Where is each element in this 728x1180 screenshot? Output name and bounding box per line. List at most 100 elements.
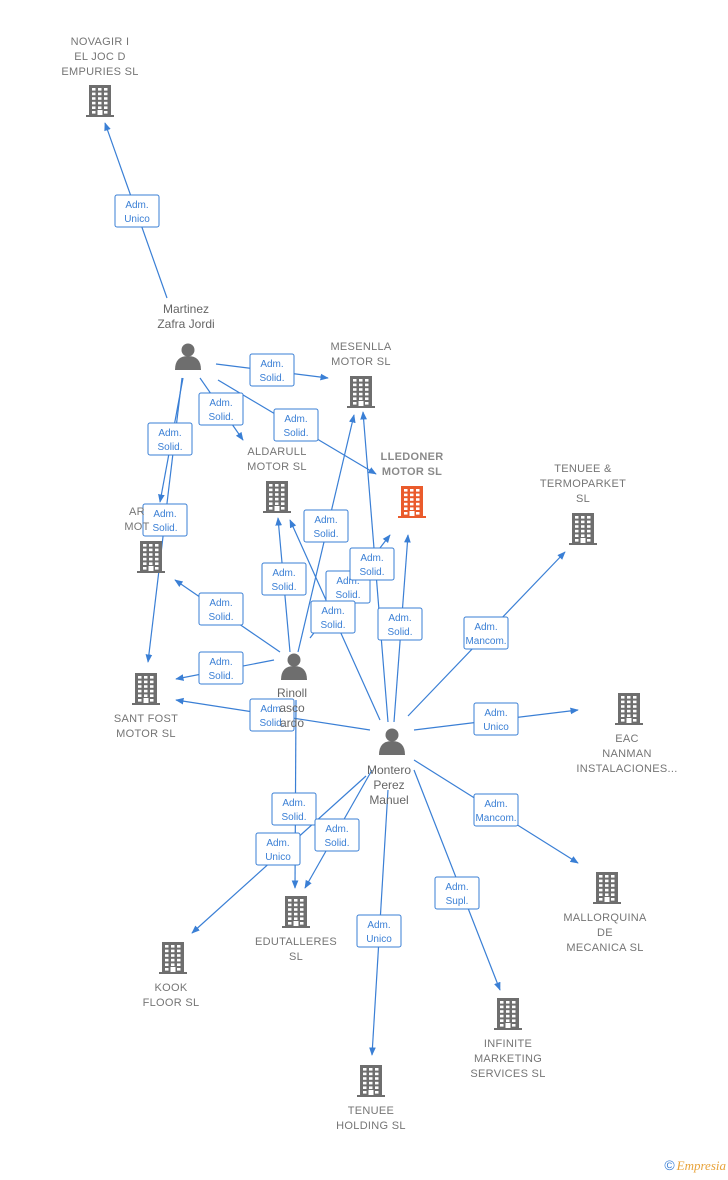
edge-label-text: Solid. (157, 442, 182, 453)
person-label-line: asco (279, 701, 305, 715)
company-label-line: KOOK (155, 982, 188, 994)
edge-label-box (463, 616, 509, 650)
edge-label-montero-lledoner[interactable]: Adm. Solid. (377, 607, 423, 641)
edge-label-text: Solid. (208, 612, 233, 623)
edge-label-text: Solid. (335, 590, 360, 601)
company-label-line: TERMOPARKET (540, 478, 626, 490)
edge-label-martinez-aldarull[interactable]: Adm.Solid. (198, 392, 244, 426)
edge-labels-layer: Adm.UnicoAdm.Solid.Adm.Solid.Adm.Solid.A… (114, 194, 519, 948)
edge-label-rinoll-mesenlla[interactable]: Adm.Solid. (303, 509, 349, 543)
edge-label-text: Adm. (314, 515, 337, 526)
edge-label-martinez-lledoner[interactable]: Adm. Solid. (273, 408, 319, 442)
person-label-line: Perez (373, 778, 404, 792)
building-icon (398, 486, 426, 518)
edge-label-montero-mesenlla[interactable]: Adm.Solid. (349, 547, 395, 581)
edge-label-montero-santfost[interactable]: Adm.Solid. (249, 698, 295, 732)
edge-label-text: Unico (366, 934, 392, 945)
edge-label-box (473, 793, 519, 827)
edge-label-text: Adm. (282, 798, 305, 809)
company-label-line: MOT (124, 521, 149, 533)
edge-label-text: Adm. (388, 613, 411, 624)
building-icon (159, 942, 187, 974)
company-label-line: MOTOR SL (331, 356, 391, 368)
edge-label-rinoll-ar-motor[interactable]: Adm.Solid. (198, 592, 244, 626)
edge-label-box (198, 651, 244, 685)
edge-label-box (249, 353, 295, 387)
edge-label-montero-aldarull[interactable]: Adm.Solid. (310, 600, 356, 634)
edge-label-rinoll-santfost[interactable]: Adm.Solid. (198, 651, 244, 685)
edge-label-martinez-santfost[interactable]: Adm.Solid. (142, 503, 188, 537)
company-label-line: EDUTALLERES (255, 936, 337, 948)
company-label-line: MECANICA SL (566, 942, 643, 954)
company-label-line: EAC (615, 733, 639, 745)
company-label-line: INFINITE (484, 1038, 532, 1050)
company-node-eac[interactable]: EACNANMANINSTALACIONES... (576, 693, 677, 775)
company-label-line: SANT FOST (114, 713, 178, 725)
edge-label-box (273, 408, 319, 442)
edge-label-text: Unico (483, 722, 509, 733)
edge-label-martinez-novagir[interactable]: Adm.Unico (114, 194, 160, 228)
building-icon (347, 376, 375, 408)
edge-label-rinoll-aldarull[interactable]: Adm.Solid. (261, 562, 307, 596)
edge-label-box (255, 832, 301, 866)
edge-label-montero-mallorquina[interactable]: Adm.Mancom. (473, 793, 519, 827)
edge-label-text: Adm. (360, 553, 383, 564)
edge-label-montero-infinite[interactable]: Adm.Supl. (434, 876, 480, 910)
edge-label-text: Adm. (284, 414, 307, 425)
edge-label-box (198, 392, 244, 426)
edge-label-text: Solid. (259, 373, 284, 384)
building-icon (593, 872, 621, 904)
edge-label-text: Adm. (336, 576, 359, 587)
edge-label-box (198, 592, 244, 626)
edge-label-box (261, 562, 307, 596)
edge-label-text: Solid. (271, 582, 296, 593)
edge-label-box (310, 600, 356, 634)
edge-label-box (303, 509, 349, 543)
edge-label-montero-eac[interactable]: Adm.Unico (473, 702, 519, 736)
edge-label-montero-tenuee-termo[interactable]: Adm.Mancom. (463, 616, 509, 650)
edge-label-text: Adm. (484, 799, 507, 810)
edge-label-montero-kook[interactable]: Adm.Unico (255, 832, 301, 866)
edge-label-montero-tenuee-holding[interactable]: Adm.Unico (356, 914, 402, 948)
edge-label-text: Adm. (125, 200, 148, 211)
edge-label-text: Adm. (266, 838, 289, 849)
edge-label-box (377, 607, 423, 641)
person-label-line: Montero (367, 763, 411, 777)
edge-label-text: Solid. (152, 523, 177, 534)
company-label-line: MOTOR SL (247, 461, 307, 473)
edge-label-rinoll-edutalleres[interactable]: Adm.Solid. (271, 792, 317, 826)
edge-label-box (142, 503, 188, 537)
company-label-line: TENUEE & (554, 463, 612, 475)
company-label-line: MOTOR SL (382, 466, 442, 478)
edge-label-text: Solid. (387, 627, 412, 638)
building-icon (282, 896, 310, 928)
building-icon (494, 998, 522, 1030)
person-icon (175, 343, 201, 370)
company-label-line: MESENLLA (330, 341, 391, 353)
person-label-line: Zafra Jordi (157, 317, 214, 331)
edge-label-text: Adm. (321, 606, 344, 617)
company-node-mesenlla[interactable]: MESENLLA MOTOR SL (330, 341, 392, 408)
edge-label-text: Solid. (283, 428, 308, 439)
edge-label-montero-edutalleres[interactable]: Adm.Solid. (314, 818, 360, 852)
edge-label-text: Supl. (446, 896, 469, 907)
edge-label-martinez-ar-motor[interactable]: Adm.Solid. (147, 422, 193, 456)
edge-label-martinez-mesenlla[interactable]: Adm.Solid. (249, 353, 295, 387)
person-icon (281, 653, 307, 680)
building-icon (357, 1065, 385, 1097)
